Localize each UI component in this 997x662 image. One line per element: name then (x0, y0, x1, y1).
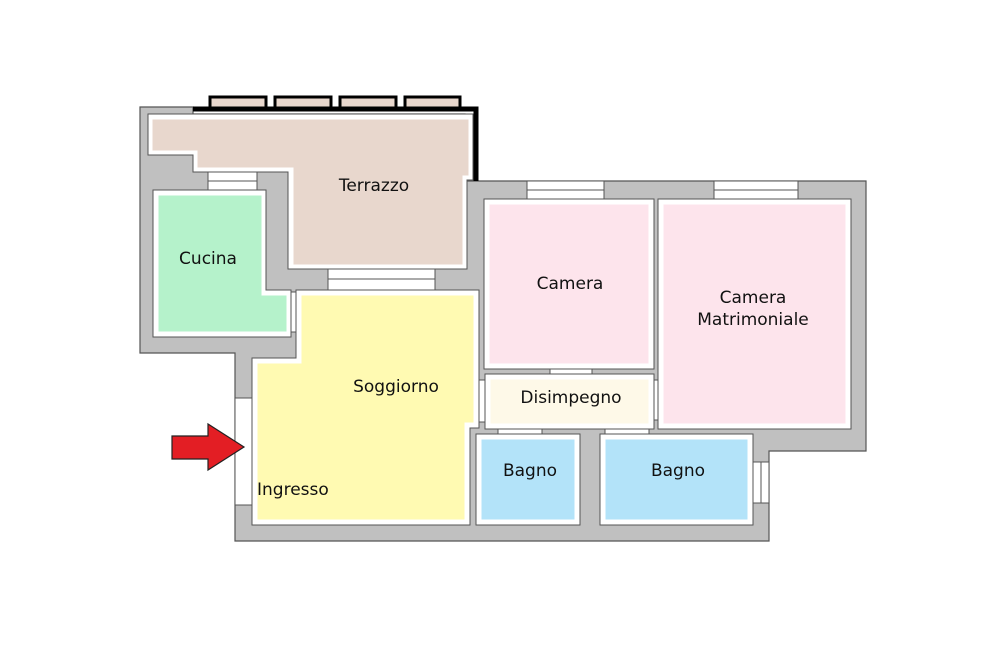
label-terrazzo: Terrazzo (338, 176, 410, 196)
windows (207, 171, 799, 506)
room-terrazzo (147, 114, 474, 270)
room-bagno-2 (600, 434, 753, 525)
terrace-planters (208, 95, 462, 110)
room-cucina (153, 190, 292, 337)
entrance-arrow-icon (171, 422, 246, 472)
label-soggiorno: Soggiorno (353, 377, 439, 397)
label-bagno-1: Bagno (502, 461, 558, 481)
room-camera-matrimoniale (658, 199, 851, 429)
label-ingresso: Ingresso (257, 480, 329, 500)
label-camera-matrimoniale-line1: Camera (719, 288, 787, 308)
label-disimpegno: Disimpegno (520, 388, 622, 408)
room-bagno-1 (476, 434, 580, 525)
label-camera: Camera (536, 274, 604, 294)
label-camera-matrimoniale-line2: Matrimoniale (697, 310, 809, 330)
room-camera (484, 199, 654, 369)
label-cucina: Cucina (179, 249, 237, 269)
room-soggiorno (252, 290, 479, 525)
label-bagno-2: Bagno (650, 461, 706, 481)
label-camera-matrimoniale: Camera Matrimoniale (697, 287, 809, 331)
room-disimpegno (485, 374, 654, 429)
